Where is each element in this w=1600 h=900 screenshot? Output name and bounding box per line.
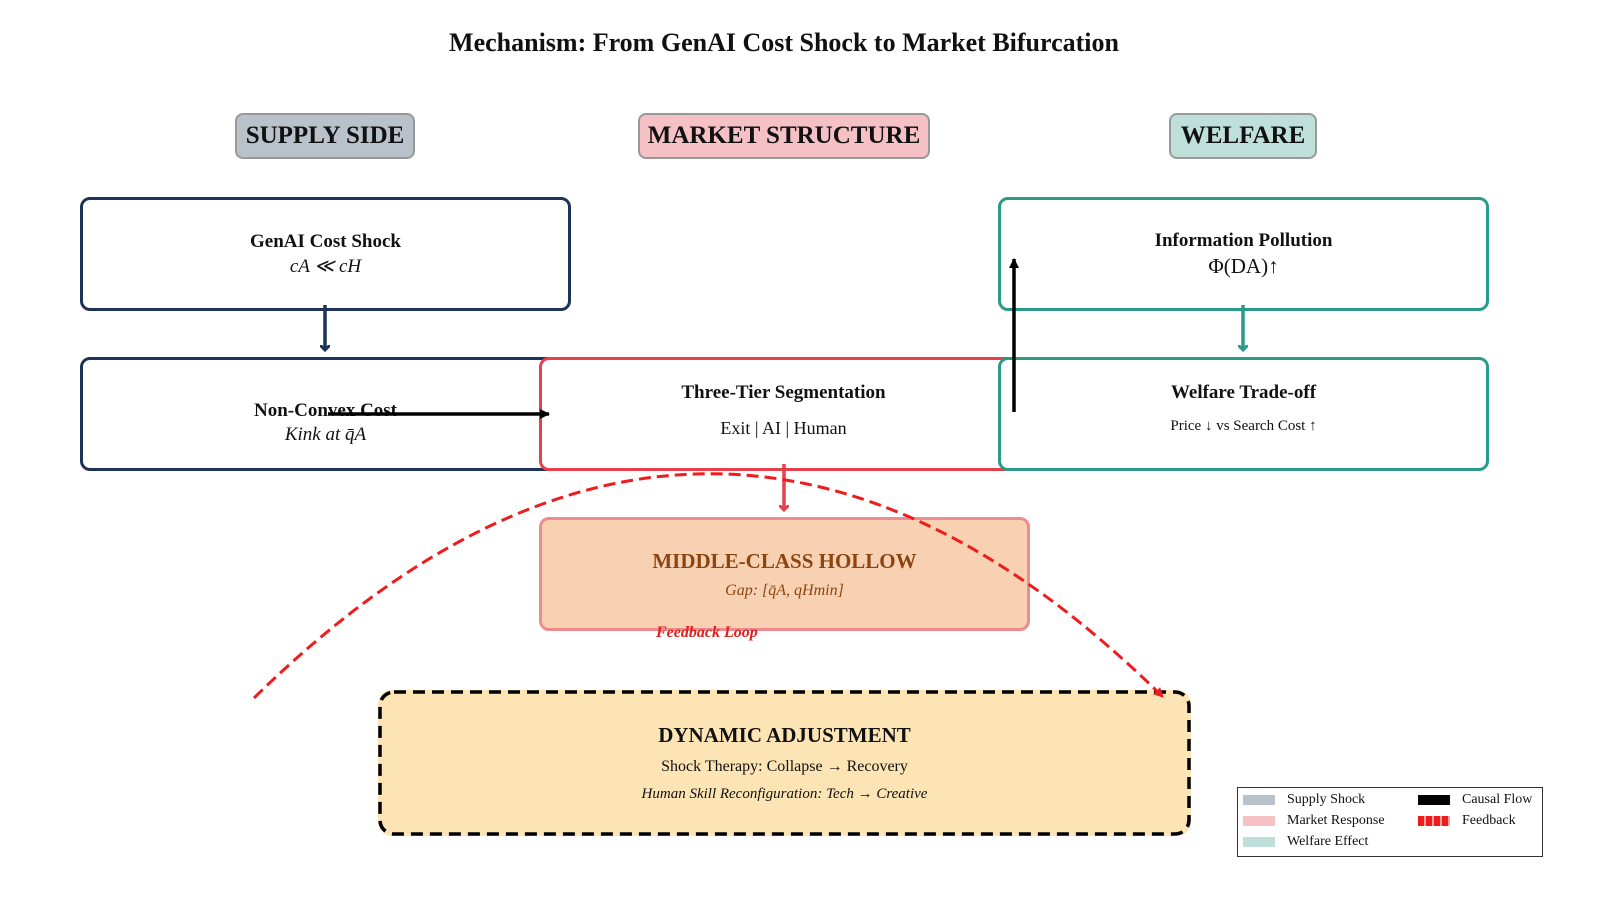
cost-shock-formula: cA ≪ cH [289,255,362,277]
box-genai-cost-shock: GenAI Cost Shock cA ≪ cH [80,197,571,311]
legend-swatch-welfare [1243,837,1275,847]
legend-label-supply: Supply Shock [1287,792,1366,807]
legend-swatch-feedback [1418,816,1450,826]
header-welfare: WELFARE [1169,113,1317,159]
box-middle-class-hollow: MIDDLE-CLASS HOLLOW Gap: [q̄A, qHmin] [539,517,1030,631]
legend: Supply Shock Market Response Welfare Eff… [1237,787,1543,857]
legend-item-causal: Causal Flow [1418,792,1532,808]
feedback-loop-label: Feedback Loop [656,624,758,641]
info-pollution-formula: Φ(DA)↑ [1208,253,1279,278]
legend-label-market: Market Response [1287,813,1385,828]
non-convex-title: Non-Convex Cost [253,400,398,421]
box-three-tier-segmentation: Three-Tier Segmentation Exit | AI | Huma… [539,357,1028,471]
legend-item-market: Market Response [1243,813,1385,829]
legend-label-causal: Causal Flow [1462,792,1533,807]
header-market-structure: MARKET STRUCTURE [638,113,930,159]
legend-swatch-market [1243,816,1275,826]
three-tier-detail: Exit | AI | Human [720,418,847,438]
box-non-convex-cost: Non-Convex Cost Kink at q̄A [80,357,571,471]
dynamic-line2: Human Skill Reconfiguration: Tech → Crea… [641,786,928,802]
welfare-tradeoff-detail: Price ↓ vs Search Cost ↑ [1170,418,1317,434]
box-dynamic-adjustment: DYNAMIC ADJUSTMENT Shock Therapy: Collap… [378,690,1191,836]
box-welfare-tradeoff: Welfare Trade-off Price ↓ vs Search Cost… [998,357,1489,471]
middle-class-subtitle: Gap: [q̄A, qHmin] [725,581,844,599]
box-information-pollution: Information Pollution Φ(DA)↑ [998,197,1489,311]
dynamic-title: DYNAMIC ADJUSTMENT [658,723,911,747]
dynamic-line1: Shock Therapy: Collapse → Recovery [661,758,908,775]
info-pollution-title: Information Pollution [1154,229,1333,251]
cost-shock-title: GenAI Cost Shock [250,230,401,252]
legend-item-welfare: Welfare Effect [1243,834,1368,850]
legend-item-supply: Supply Shock [1243,792,1365,808]
legend-label-welfare: Welfare Effect [1287,834,1369,849]
header-supply-side: SUPPLY SIDE [235,113,415,159]
legend-swatch-supply [1243,795,1275,805]
legend-label-feedback: Feedback [1462,813,1516,828]
diagram-title: Mechanism: From GenAI Cost Shock to Mark… [449,28,1119,57]
non-convex-subtitle: Kink at q̄A [284,424,367,445]
legend-swatch-causal [1418,795,1450,805]
welfare-tradeoff-title: Welfare Trade-off [1170,382,1317,403]
middle-class-title: MIDDLE-CLASS HOLLOW [652,548,917,573]
three-tier-title: Three-Tier Segmentation [681,382,886,403]
legend-item-feedback: Feedback [1418,813,1516,829]
